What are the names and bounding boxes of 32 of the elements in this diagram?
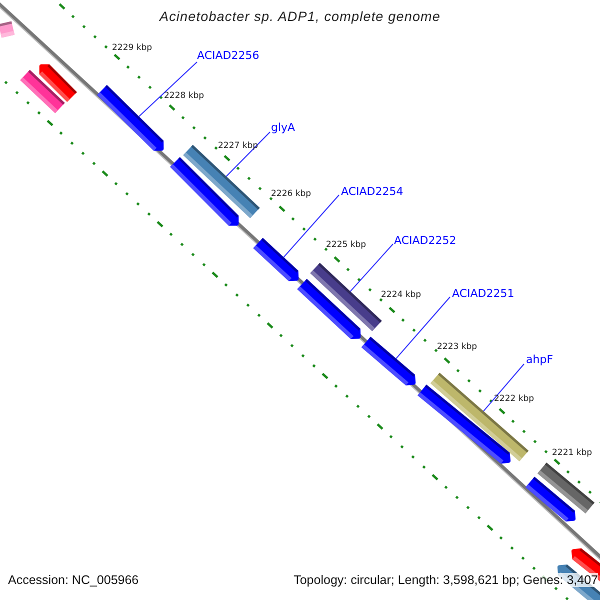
scale-label: 2229 kbp — [112, 43, 152, 53]
genome-summary: Topology: circular; Length: 3,598,621 bp; Genes: 3,407 — [294, 573, 598, 587]
leader-line — [350, 244, 394, 292]
gene-label: ACIAD2254 — [341, 185, 404, 198]
gene-label: ACIAD2252 — [394, 234, 456, 247]
accession-text: Accession: NC_005966 — [8, 573, 139, 587]
gene-label: ACIAD2251 — [452, 287, 514, 300]
leader-line — [283, 194, 340, 258]
gene-label: glyA — [271, 121, 296, 134]
scale-label: 2226 kbp — [271, 189, 312, 200]
gene-bar — [297, 278, 361, 339]
gene-bar — [526, 476, 576, 522]
scale-label: 2228 kbp — [164, 90, 204, 101]
gene-bar — [97, 85, 164, 151]
map-title: Acinetobacter sp. ADP1, complete genome — [159, 9, 441, 24]
scale-label: 2224 kbp — [381, 290, 422, 300]
gene-bar — [253, 238, 299, 282]
scale-label: 2223 kbp — [437, 342, 478, 352]
gene-label: ACIAD2256 — [197, 49, 260, 62]
gene-bar — [361, 336, 416, 386]
leader-line — [138, 62, 198, 117]
scale-label: 2221 kbp — [552, 448, 592, 458]
gene-bar — [0, 21, 15, 38]
gene-bar — [20, 70, 65, 114]
scale-label: 2222 kbp — [494, 394, 534, 404]
scale-label: 2225 kbp — [326, 240, 366, 250]
gene-label: ahpF — [526, 353, 554, 366]
gene-bar — [170, 157, 239, 226]
scale-label: 2227 kbp — [218, 140, 258, 151]
leader-line — [482, 364, 524, 412]
leader-line — [396, 296, 450, 360]
leader-line — [226, 132, 270, 177]
